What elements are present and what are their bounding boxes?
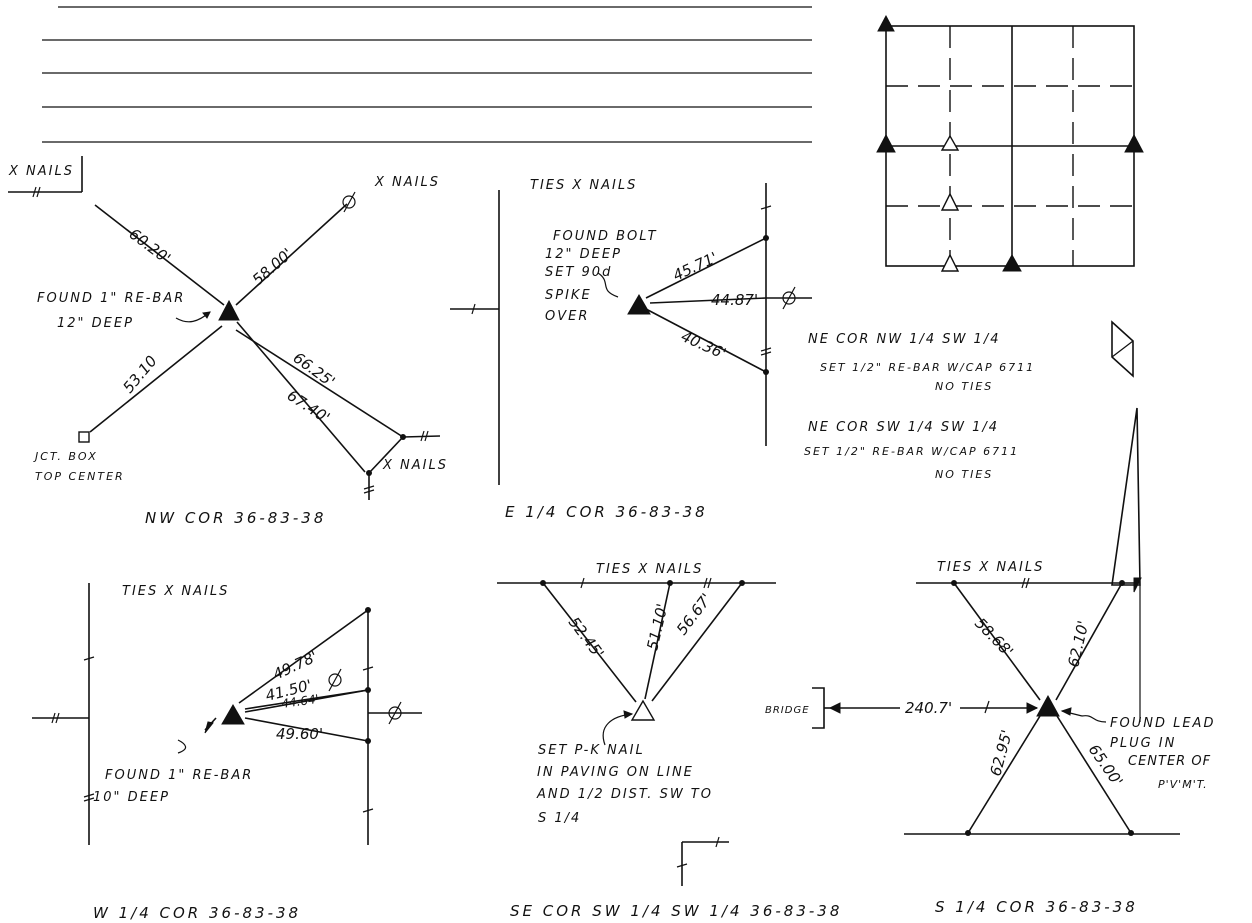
se-title: SE COR SW 1/4 SW 1/4 36-83-38 bbox=[510, 902, 842, 920]
corner-set-marker-2 bbox=[940, 192, 960, 211]
nw-dist-3: 53.10 bbox=[119, 352, 160, 396]
se-corner-sketch bbox=[497, 577, 776, 886]
s-title: S 1/4 COR 36-83-38 bbox=[935, 898, 1138, 916]
e-found-line-3: SET 90d bbox=[545, 265, 612, 280]
se-set-line-2: IN PAVING ON LINE bbox=[537, 765, 694, 780]
se-header: TIES X NAILS bbox=[596, 562, 703, 577]
ruled-lines bbox=[42, 6, 812, 143]
s-found-line-2: PLUG IN bbox=[1110, 736, 1176, 751]
se-set-line-1: SET P-K NAIL bbox=[538, 743, 645, 758]
w-found-line-1: FOUND 1" RE-BAR bbox=[105, 768, 253, 783]
w-dist-4: 49.60' bbox=[276, 725, 323, 743]
w-title: W 1/4 COR 36-83-38 bbox=[93, 904, 301, 922]
s-found-line-3: CENTER OF bbox=[1128, 754, 1211, 769]
nw-right-nails-label: X NAILS bbox=[374, 175, 440, 190]
se-dist-3: 56.67' bbox=[673, 590, 716, 638]
nw-dist-5: 67.40' bbox=[284, 386, 333, 427]
s-dist-4: 62.95' bbox=[986, 728, 1016, 778]
w-monument-marker bbox=[221, 704, 245, 725]
e-header: TIES X NAILS bbox=[530, 178, 637, 193]
note-1-line-3: NO TIES bbox=[935, 380, 993, 393]
w-dist-3: 44.64' bbox=[280, 692, 319, 711]
e-quarter-sketch bbox=[450, 183, 812, 485]
s-header: TIES X NAILS bbox=[937, 560, 1044, 575]
se-pk-nail-marker bbox=[630, 699, 656, 721]
note-2-line-1: NE COR SW 1/4 SW 1/4 bbox=[808, 420, 999, 435]
nw-dist-1: 60.20' bbox=[126, 225, 174, 268]
nw-corner-sketch bbox=[8, 156, 441, 500]
nw-title: NW COR 36-83-38 bbox=[145, 509, 326, 527]
s-dist-1: 58.68' bbox=[971, 614, 1017, 660]
note-2-line-2: SET 1/2" RE-BAR W/CAP 6711 bbox=[804, 445, 1019, 458]
se-dist-1: 52.45' bbox=[565, 614, 608, 662]
e-found-line-2: 12" DEEP bbox=[545, 247, 622, 262]
section-map bbox=[876, 14, 1144, 272]
s-found-line-4: P'V'M'T. bbox=[1158, 778, 1208, 791]
nw-br-nails-label: X NAILS bbox=[382, 458, 448, 473]
se-dist-2: 51.10' bbox=[643, 602, 671, 652]
s-found-line-1: FOUND LEAD bbox=[1110, 716, 1215, 731]
e-found-line-5: OVER bbox=[545, 309, 589, 324]
se-set-line-3: AND 1/2 DIST. SW TO bbox=[536, 787, 713, 802]
se-set-line-4: S 1/4 bbox=[538, 811, 581, 826]
s-bridge-label: BRIDGE bbox=[765, 705, 810, 716]
nw-box-line-1: JCT. BOX bbox=[33, 450, 98, 463]
e-title: E 1/4 COR 36-83-38 bbox=[505, 503, 708, 521]
w-header: TIES X NAILS bbox=[122, 584, 229, 599]
e-dist-2: 44.87' bbox=[711, 291, 758, 309]
e-found-line-4: SPIKE bbox=[545, 288, 592, 303]
s-dist-3: 240.7' bbox=[905, 699, 952, 717]
nw-dist-2: 58.00' bbox=[249, 245, 296, 289]
e-found-line-1: FOUND BOLT bbox=[553, 229, 658, 244]
corner-s-quarter-marker bbox=[1002, 253, 1022, 272]
nw-box-line-2: TOP CENTER bbox=[35, 470, 125, 483]
corner-e-quarter-marker bbox=[1124, 133, 1144, 153]
w-found-line-2: 10" DEEP bbox=[93, 790, 170, 805]
s-monument-marker bbox=[1036, 694, 1060, 717]
note-2-line-3: NO TIES bbox=[935, 468, 993, 481]
e-dist-1: 45.71' bbox=[670, 248, 720, 284]
w-quarter-sketch bbox=[32, 583, 422, 845]
s-quarter-sketch bbox=[812, 577, 1180, 836]
corner-set-marker-1 bbox=[940, 134, 960, 151]
note-1-line-1: NE COR NW 1/4 SW 1/4 bbox=[808, 332, 1000, 347]
nw-left-nails-label: X NAILS bbox=[8, 164, 74, 179]
note-1-line-2: SET 1/2" RE-BAR W/CAP 6711 bbox=[820, 361, 1035, 374]
corner-w-quarter-marker bbox=[876, 133, 896, 153]
junction-box-symbol bbox=[78, 431, 90, 443]
nw-found-line-2: 12" DEEP bbox=[57, 316, 134, 331]
corner-nw-marker bbox=[877, 14, 895, 32]
w-dist-1: 49.78' bbox=[270, 647, 320, 683]
north-arrow bbox=[1111, 320, 1142, 722]
e-monument-marker bbox=[627, 294, 651, 315]
e-dist-3: 40.36' bbox=[678, 327, 728, 363]
corner-set-marker-3 bbox=[940, 253, 960, 272]
nw-monument-marker bbox=[218, 299, 240, 321]
nw-found-line-1: FOUND 1" RE-BAR bbox=[37, 291, 185, 306]
